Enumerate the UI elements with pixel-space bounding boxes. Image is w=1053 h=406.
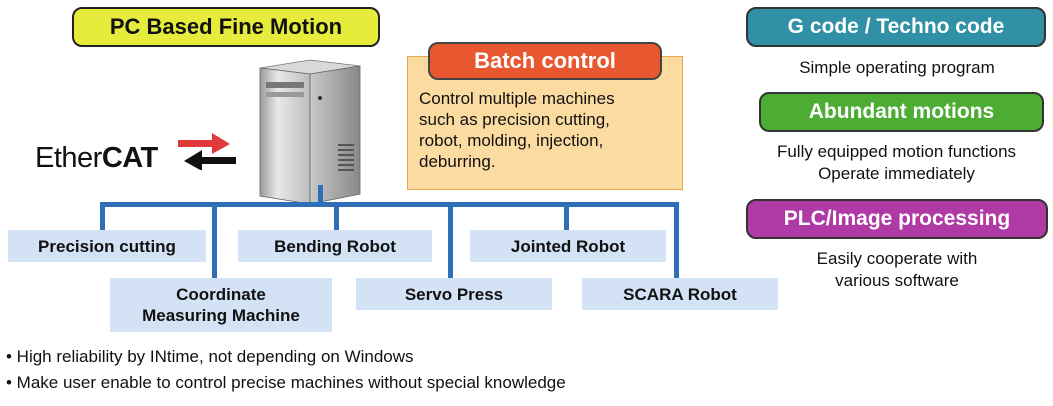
bus-drop [564,202,569,232]
bus-drop [100,202,105,232]
feature-gcode-desc: Simple operating program [799,58,995,77]
machine-coordinate-measuring: Coordinate Measuring Machine [110,278,332,332]
bus-horizontal-line [100,202,679,207]
machine-scara-robot: SCARA Robot [582,278,778,310]
page-title: PC Based Fine Motion [72,7,380,47]
ethercat-arrows-icon [178,133,236,170]
machine-servo-press: Servo Press [356,278,552,310]
machine-jointed-robot: Jointed Robot [470,230,666,262]
bus-drop [674,202,679,280]
bus-drop-pc [318,185,323,205]
bullet-item: • High reliability by INtime, not depend… [6,347,414,366]
bus-drop [212,202,217,280]
batch-control-title: Batch control [428,42,662,80]
bus-drop [448,202,453,280]
machine-precision-cutting: Precision cutting [8,230,206,262]
bullet-item: • Make user enable to control precise ma… [6,373,566,392]
ethercat-logo: EtherCAT [35,142,158,174]
feature-motions-desc: Fully equipped motion functions Operate … [776,142,1017,183]
feature-plc-title: PLC/Image processing [746,199,1048,239]
machine-bending-robot: Bending Robot [238,230,432,262]
batch-control-description: Control multiple machines such as precis… [419,89,615,171]
bus-drop [334,202,339,232]
feature-plc-desc: Easily cooperate with various software [816,249,978,290]
feature-gcode-title: G code / Techno code [746,7,1046,47]
pc-tower-icon [259,59,361,205]
feature-motions-title: Abundant motions [759,92,1044,132]
